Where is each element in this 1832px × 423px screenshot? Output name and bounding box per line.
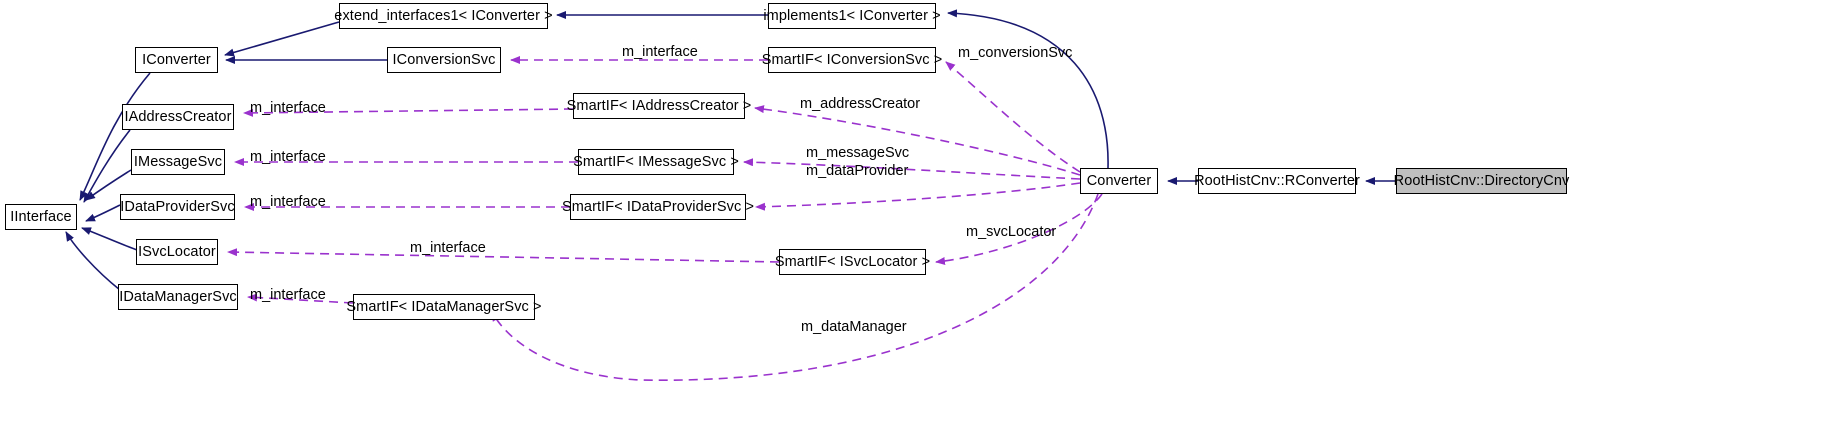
node-label: SmartIF< IAddressCreator > [566, 97, 752, 114]
node-label: ISvcLocator [138, 243, 216, 260]
node-label: SmartIF< IDataProviderSvc > [561, 198, 755, 215]
edge-iaddresscreator-to-iinterface [83, 129, 131, 203]
node-iconversionsvc[interactable]: IConversionSvc [387, 47, 501, 73]
node-smartif-iconversionsvc[interactable]: SmartIF< IConversionSvc > [762, 47, 942, 73]
node-idatamanagersvc[interactable]: IDataManagerSvc [118, 284, 238, 310]
node-label: IConverter [142, 51, 211, 68]
node-smartif-idataprovidersvc[interactable]: SmartIF< IDataProviderSvc > [562, 194, 754, 220]
edge-converter-m_dataprovider [755, 182, 1081, 211]
edge-label-m-svclocator: m_svcLocator [966, 224, 1057, 240]
node-roothistcnv-rconverter[interactable]: RootHistCnv::RConverter [1194, 168, 1360, 194]
edge-label-m-interface-svclocator: m_interface [410, 240, 486, 256]
edge-extend-to-iconverter [224, 21, 340, 57]
node-iinterface[interactable]: IInterface [5, 204, 77, 230]
node-label: SmartIF< IConversionSvc > [761, 51, 943, 68]
node-imessagesvc[interactable]: IMessageSvc [131, 149, 225, 175]
node-iaddresscreator[interactable]: IAddressCreator [122, 104, 234, 130]
node-label: SmartIF< ISvcLocator > [774, 253, 931, 270]
node-label: IMessageSvc [133, 153, 223, 170]
node-extend-interfaces1-iconverter[interactable]: extend_interfaces1< IConverter > [334, 3, 553, 29]
node-smartif-idatamanagersvc[interactable]: SmartIF< IDataManagerSvc > [346, 294, 542, 320]
node-label: IDataManagerSvc [119, 288, 237, 305]
edge-label-m-dataprovider: m_dataProvider [806, 163, 909, 179]
node-label: RootHistCnv::DirectoryCnv [1393, 172, 1570, 189]
edge-converter-m_conversionsvc [945, 61, 1081, 173]
node-label: IAddressCreator [124, 108, 232, 125]
node-smartif-isvclocator[interactable]: SmartIF< ISvcLocator > [775, 249, 930, 275]
node-label: Converter [1086, 172, 1152, 189]
edge-converter-m_messagesvc [743, 158, 1081, 180]
edge-label-m-interface-addresscreator: m_interface [250, 100, 326, 116]
node-label: RootHistCnv::RConverter [1194, 172, 1360, 189]
node-label: extend_interfaces1< IConverter > [334, 7, 553, 24]
edge-label-m-interface-messagesvc: m_interface [250, 149, 326, 165]
edge-label-m-datamanager: m_dataManager [801, 319, 907, 335]
edge-label-m-interface-dataprovidersvc: m_interface [250, 194, 326, 210]
node-label: IDataProviderSvc [120, 198, 235, 215]
edge-label-m-messagesvc: m_messageSvc [806, 145, 910, 161]
edge-label-m-addresscreator: m_addressCreator [800, 96, 921, 112]
node-label: SmartIF< IMessageSvc > [573, 153, 739, 170]
edge-smartif-isvclocator-to-isvclocator [227, 248, 780, 263]
node-implements1-iconverter[interactable]: implements1< IConverter > [763, 3, 941, 29]
node-converter[interactable]: Converter [1080, 168, 1158, 194]
edge-label-m-interface-datamanagersvc: m_interface [250, 287, 326, 303]
node-smartif-iaddresscreator[interactable]: SmartIF< IAddressCreator > [567, 93, 751, 119]
edge-iconverter-to-iinterface [79, 72, 151, 201]
edge-idataprovidersvc-to-iinterface [85, 204, 121, 222]
edge-label-m-conversionsvc: m_conversionSvc [958, 45, 1073, 61]
node-roothistcnv-directorycnv[interactable]: RootHistCnv::DirectoryCnv [1393, 168, 1570, 194]
node-label: SmartIF< IDataManagerSvc > [346, 298, 542, 315]
edge-converter-m_addresscreator [754, 105, 1081, 176]
edge-converter-to-implements1 [947, 9, 1109, 169]
node-label: IConversionSvc [392, 51, 496, 68]
node-label: IInterface [10, 208, 72, 225]
node-idataprovidersvc[interactable]: IDataProviderSvc [120, 194, 235, 220]
edge-converter-m_datamanager [491, 193, 1099, 381]
node-iconverter[interactable]: IConverter [135, 47, 218, 73]
edge-label-m-interface-conversionsvc: m_interface [622, 44, 698, 60]
edge-idatamanagersvc-to-iinterface [65, 231, 121, 291]
edge-isvclocator-to-iinterface [81, 227, 138, 251]
node-label: implements1< IConverter > [763, 7, 941, 24]
node-smartif-imessagesvc[interactable]: SmartIF< IMessageSvc > [573, 149, 739, 175]
node-isvclocator[interactable]: ISvcLocator [136, 239, 218, 265]
